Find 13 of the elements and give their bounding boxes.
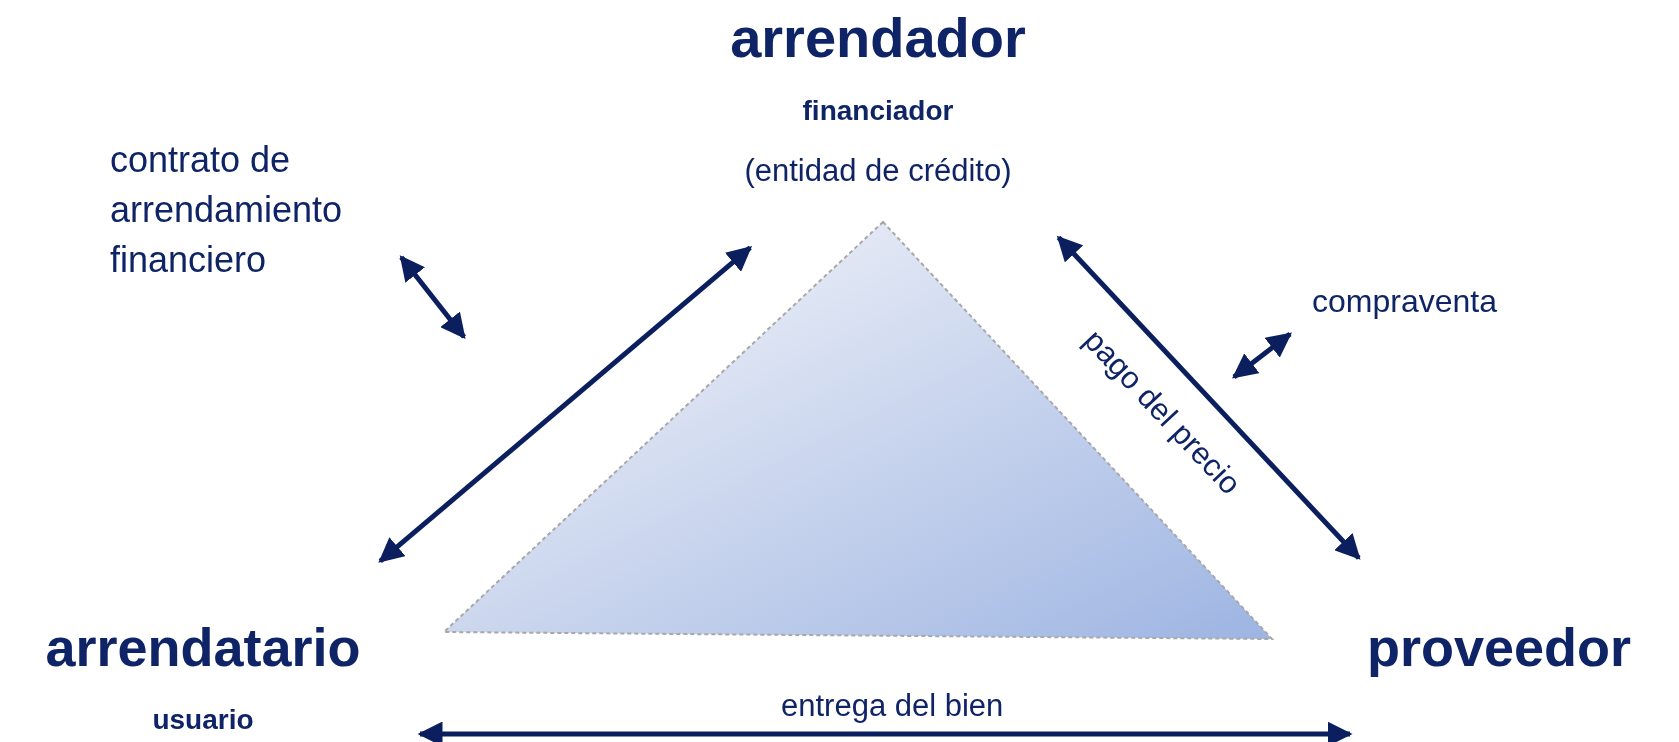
party-role: financiador <box>801 94 955 128</box>
party-role: (entidad de crédito) <box>743 152 1013 190</box>
party-name: arrendatario <box>44 616 362 679</box>
relation-arrow <box>399 255 466 339</box>
party-role: usuario <box>151 703 255 737</box>
party-name: arrendador <box>729 5 1027 71</box>
arrow <box>378 245 753 564</box>
party-name: proveedor <box>1365 616 1633 679</box>
arrow <box>417 721 1353 742</box>
note-text: compraventa <box>1312 282 1497 321</box>
relation-arrow <box>1232 332 1292 379</box>
note-text: contrato de arrendamiento financiero <box>110 138 344 282</box>
arrow <box>1056 235 1361 560</box>
